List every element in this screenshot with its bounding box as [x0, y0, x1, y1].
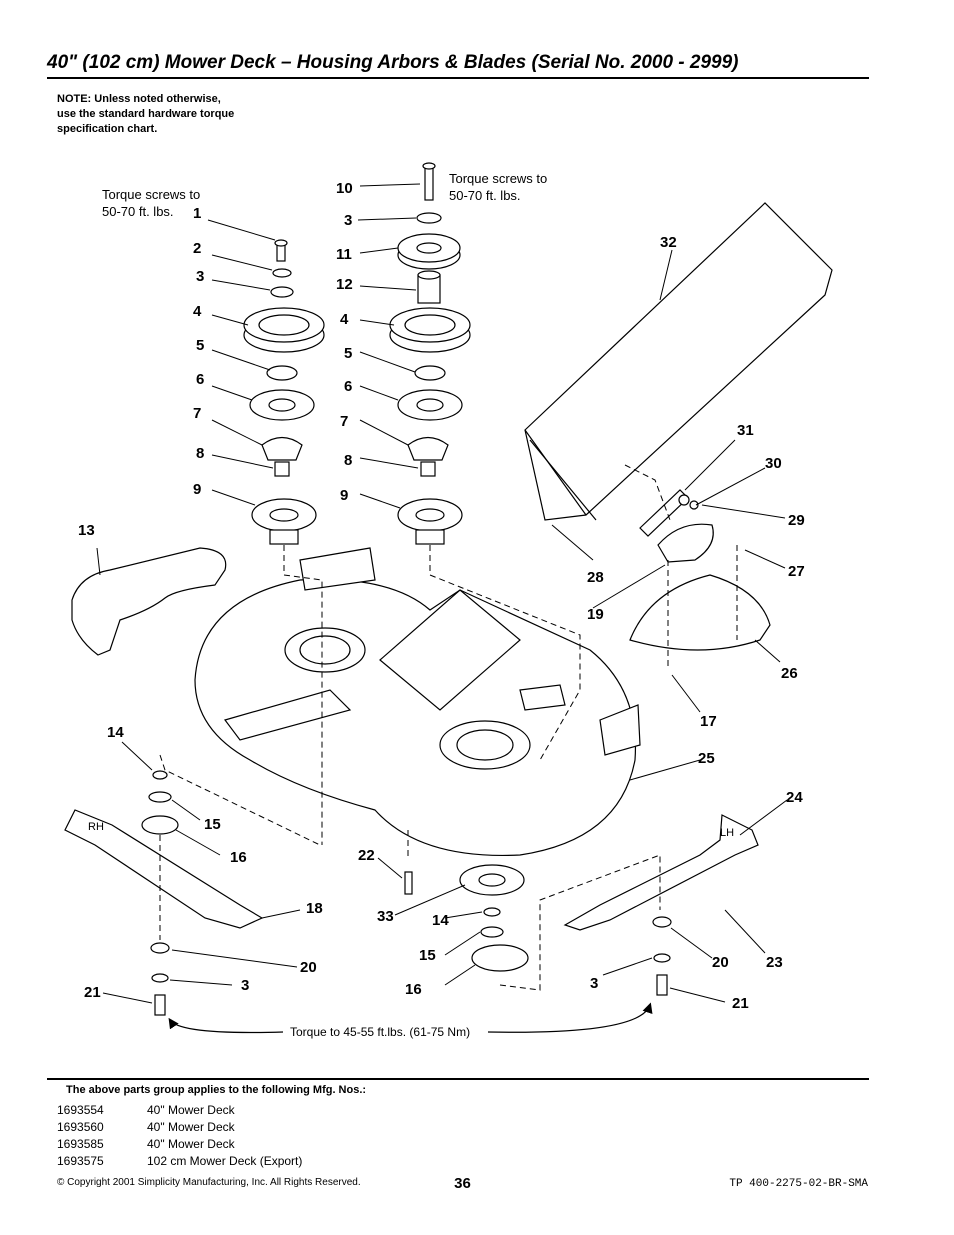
torque-left-line1: Torque screws to [102, 187, 200, 202]
callout: 22 [358, 847, 375, 864]
mfg-number: 1693575 [57, 1154, 104, 1168]
torque-center-line2: 50-70 ft. lbs. [449, 188, 521, 203]
discharge-chute [524, 202, 833, 521]
callout: 15 [204, 816, 221, 833]
callout: 25 [698, 750, 715, 767]
mfg-row: 1693554 40" Mower Deck [57, 1102, 302, 1119]
mower-deck-housing [194, 547, 641, 857]
callout: 10 [336, 180, 353, 197]
callout: 28 [587, 569, 604, 586]
copyright-notice: © Copyright 2001 Simplicity Manufacturin… [57, 1177, 361, 1188]
torque-bottom-label: Torque to 45-55 ft.lbs. (61-75 Nm) [290, 1025, 470, 1039]
mfg-number: 1693560 [57, 1120, 104, 1134]
callout: 31 [737, 422, 754, 439]
mfg-number: 1693554 [57, 1103, 104, 1117]
callout: 30 [765, 455, 782, 472]
callout: 3 [590, 975, 598, 992]
callout: 11 [336, 246, 352, 263]
mfg-description: 40" Mower Deck [147, 1103, 235, 1117]
callout: 21 [84, 984, 101, 1001]
callout: 27 [788, 563, 805, 580]
callout: 9 [340, 487, 348, 504]
callout: 14 [432, 912, 449, 929]
callout: 7 [340, 413, 348, 430]
callout: 15 [419, 947, 436, 964]
callout: 23 [766, 954, 783, 971]
callout: 20 [300, 959, 317, 976]
callout: 4 [340, 311, 349, 328]
note-line: specification chart. [57, 123, 158, 135]
callout: 12 [336, 276, 353, 293]
blade-rh-label: RH [88, 821, 104, 833]
callout: 3 [241, 977, 249, 994]
callout: 33 [377, 908, 394, 925]
document-id: TP 400-2275-02-BR-SMA [729, 1178, 868, 1190]
callout: 26 [781, 665, 798, 682]
callout: 1 [193, 205, 201, 222]
callout: 32 [660, 234, 677, 251]
callout: 3 [344, 212, 352, 229]
callout: 14 [107, 724, 124, 741]
deflector-bracket [657, 523, 714, 563]
mfg-description: 40" Mower Deck [147, 1120, 235, 1134]
callout: 18 [306, 900, 323, 917]
callout: 2 [193, 240, 201, 257]
note-line: NOTE: Unless noted otherwise, [57, 93, 221, 105]
applies-heading: The above parts group applies to the fol… [66, 1084, 367, 1096]
center-arbor-stack [389, 162, 471, 545]
callout: 21 [732, 995, 749, 1012]
mfg-description: 102 cm Mower Deck (Export) [147, 1154, 303, 1168]
callout: 5 [344, 345, 352, 362]
callout: 17 [700, 713, 717, 730]
rh-blade-assembly [64, 770, 264, 1016]
lh-blade-assembly [563, 814, 759, 996]
callout: 20 [712, 954, 729, 971]
mfg-number-list: 1693554 40" Mower Deck 1693560 40" Mower D… [57, 1102, 302, 1170]
torque-center-line1: Torque screws to [449, 171, 547, 186]
callout: 5 [196, 337, 204, 354]
torque-note: NOTE: Unless noted otherwise, use the st… [57, 92, 234, 137]
page-title: 40" (102 cm) Mower Deck – Housing Arbors… [47, 52, 739, 73]
left-arbor-stack [243, 239, 325, 545]
callout: 16 [405, 981, 422, 998]
deflector-plate [629, 574, 771, 651]
callout: 8 [344, 452, 352, 469]
callout: 7 [193, 405, 201, 422]
mfg-number: 1693585 [57, 1137, 104, 1151]
callout: 16 [230, 849, 247, 866]
page-number: 36 [454, 1175, 471, 1192]
footer-rule [47, 1078, 869, 1080]
callout: 8 [196, 445, 204, 462]
torque-left-line2: 50-70 ft. lbs. [102, 204, 174, 219]
mfg-description: 40" Mower Deck [147, 1137, 235, 1151]
callout: 6 [196, 371, 204, 388]
title-rule [47, 77, 869, 79]
center-lower-hub [459, 864, 529, 972]
belt-cover [71, 547, 227, 656]
callout: 29 [788, 512, 805, 529]
mfg-row: 1693560 40" Mower Deck [57, 1119, 302, 1136]
mfg-row: 1693585 40" Mower Deck [57, 1136, 302, 1153]
mfg-row: 1693575 102 cm Mower Deck (Export) [57, 1153, 302, 1170]
callout: 13 [78, 522, 95, 539]
callout: 24 [786, 789, 803, 806]
callout: 3 [196, 268, 204, 285]
note-line: use the standard hardware torque [57, 108, 235, 120]
callout: 9 [193, 481, 201, 498]
callout: 4 [193, 303, 202, 320]
blade-lh-label: LH [720, 827, 734, 839]
callout: 19 [587, 606, 604, 623]
callout: 6 [344, 378, 352, 395]
